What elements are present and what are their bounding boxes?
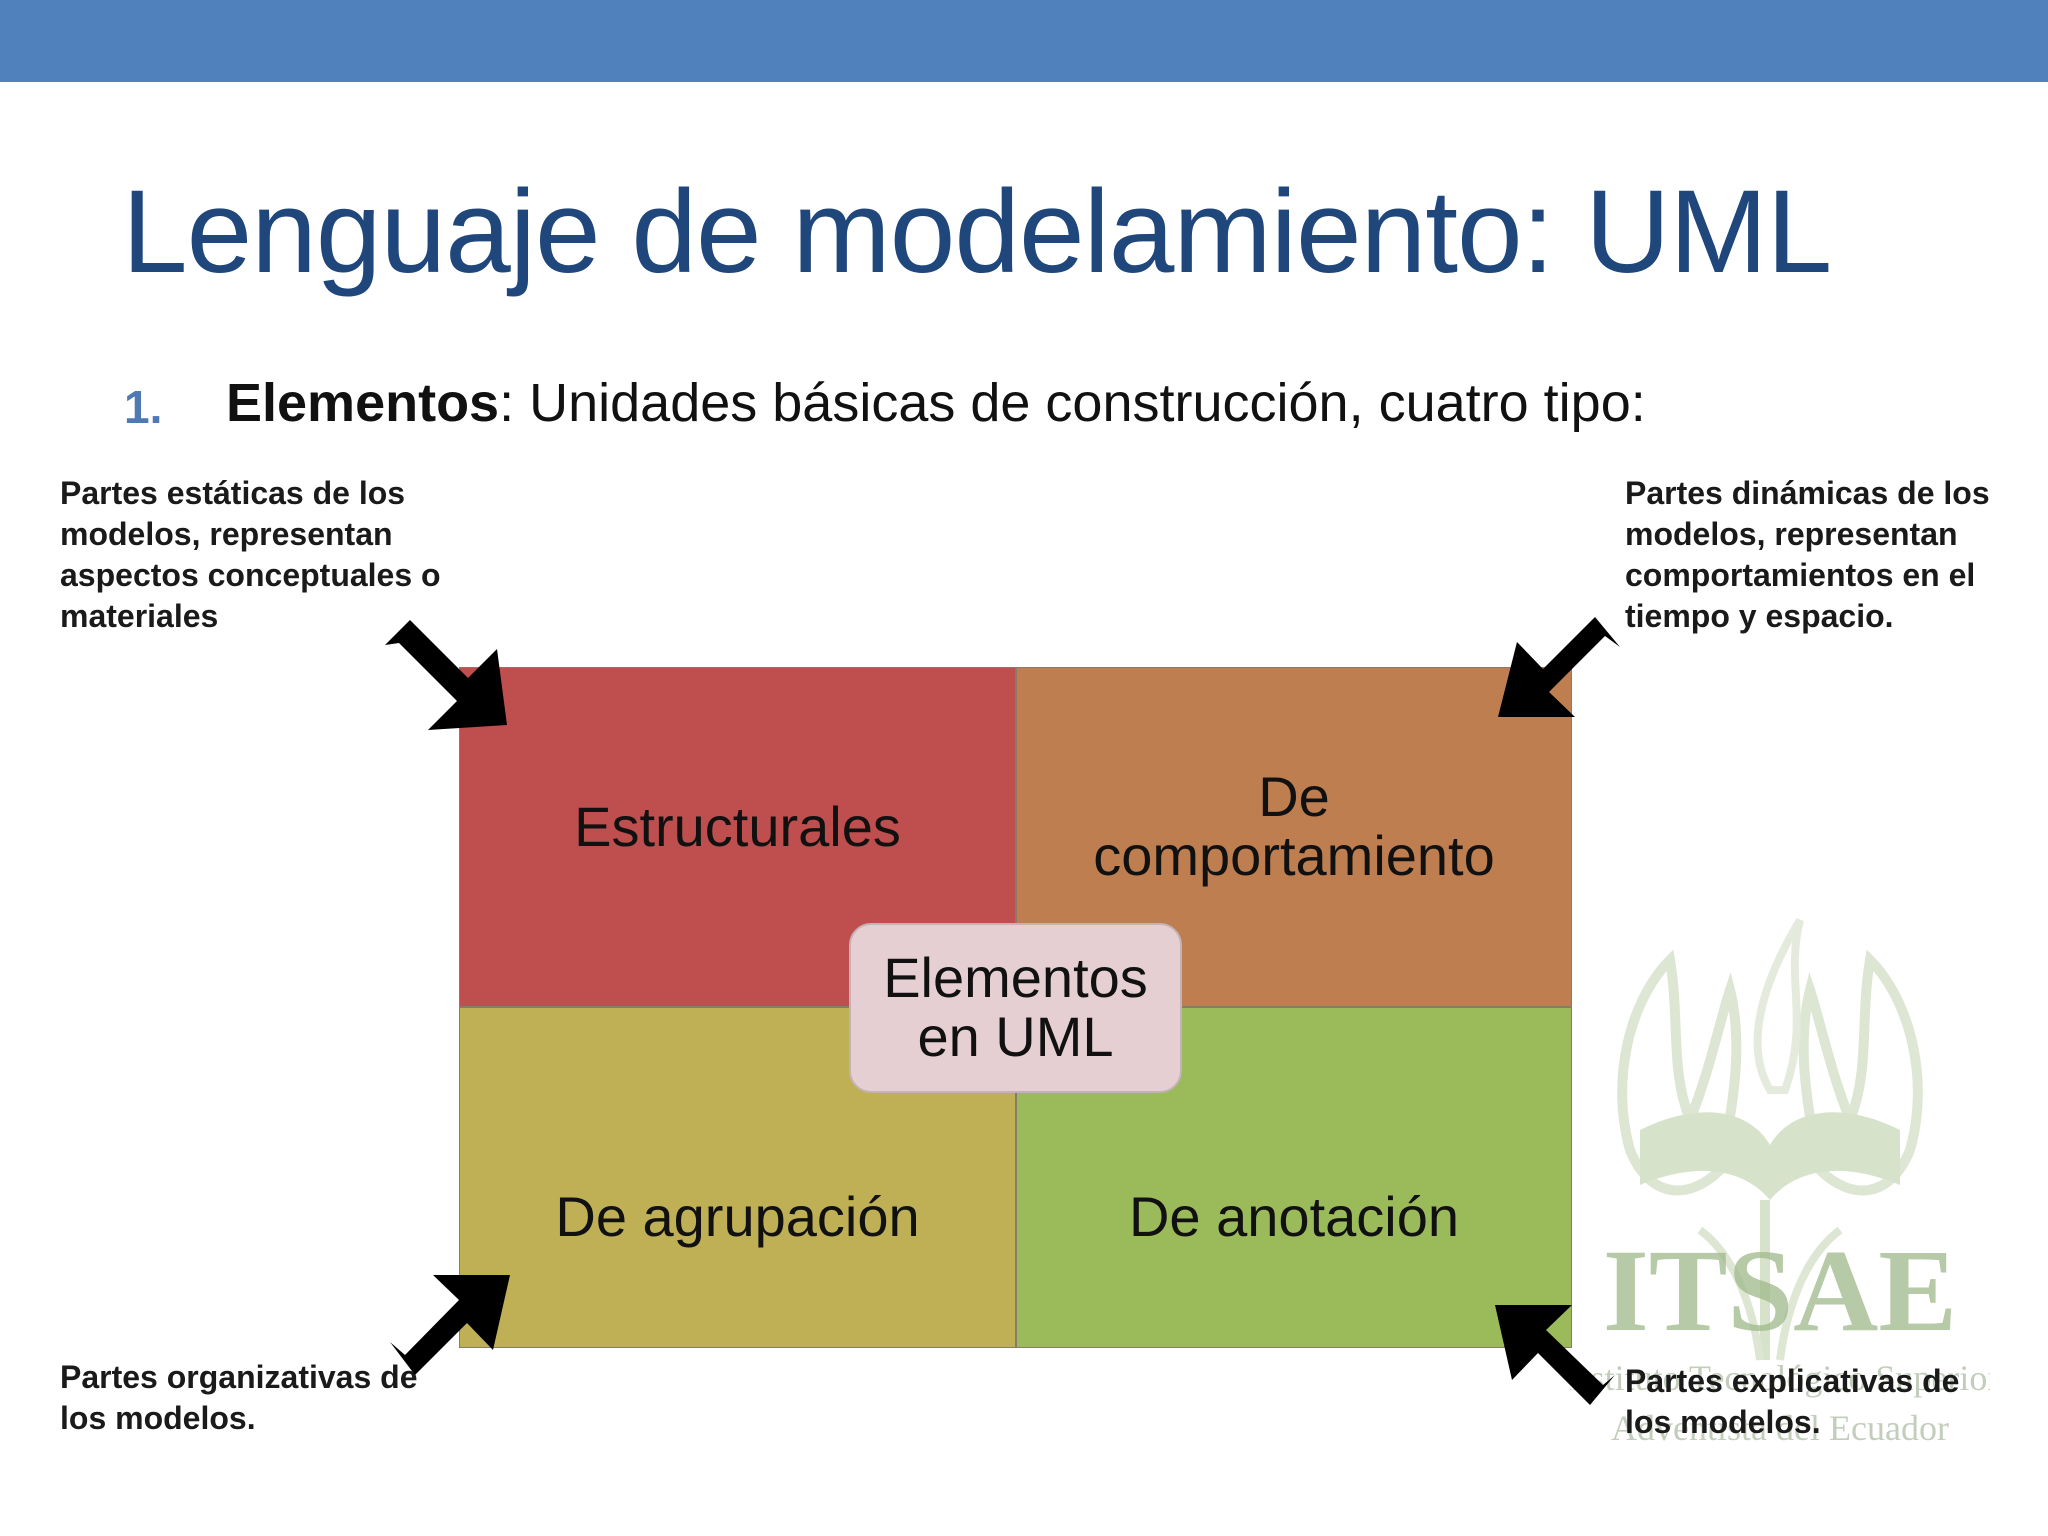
bullet-description: : Unidades básicas de construcción, cuat… (499, 373, 1646, 433)
center-label-box: Elementos en UML (849, 923, 1182, 1093)
itsae-logo-watermark: ITSAE Instituto Tecnológico Superior Adv… (1570, 917, 1990, 1448)
quadrant-agrupacion: De agrupación (459, 1007, 1016, 1348)
arrow-top-left-icon (385, 620, 507, 730)
center-label: Elementos en UML (883, 946, 1148, 1068)
logo-wordmark: ITSAE (1603, 1225, 1957, 1356)
quadrant-label: De agrupación (555, 1185, 920, 1249)
note-organizational-parts: Partes organizativas de los modelos. (60, 1359, 418, 1436)
quadrant-label: De comportamiento (1093, 765, 1495, 887)
note-dynamic-parts: Partes dinámicas de los modelos, represe… (1625, 475, 1990, 634)
arrow-bottom-right-icon (1495, 1305, 1615, 1405)
bullet-bold-term: Elementos (226, 373, 500, 433)
logo-subtitle-2: Adventista del Ecuador (1611, 1408, 1949, 1448)
quadrant-label: Estructurales (574, 794, 901, 858)
top-accent-bar (0, 0, 2048, 82)
bullet-text: Elementos: Unidades básicas de construcc… (226, 372, 1646, 434)
arrow-top-right-icon (1498, 617, 1620, 717)
quadrant-label: De anotación (1128, 1185, 1459, 1249)
logo-subtitle-1: Instituto Tecnológico Superior (1570, 1358, 1990, 1398)
bullet-number: 1. (124, 381, 163, 433)
note-static-parts: Partes estáticas de los modelos, represe… (60, 475, 441, 634)
arrow-bottom-left-icon (390, 1275, 510, 1375)
note-explanatory-parts: Partes explicativas de los modelos. (1625, 1363, 1960, 1440)
slide-title: Lenguaje de modelamiento: UML (122, 166, 1832, 298)
